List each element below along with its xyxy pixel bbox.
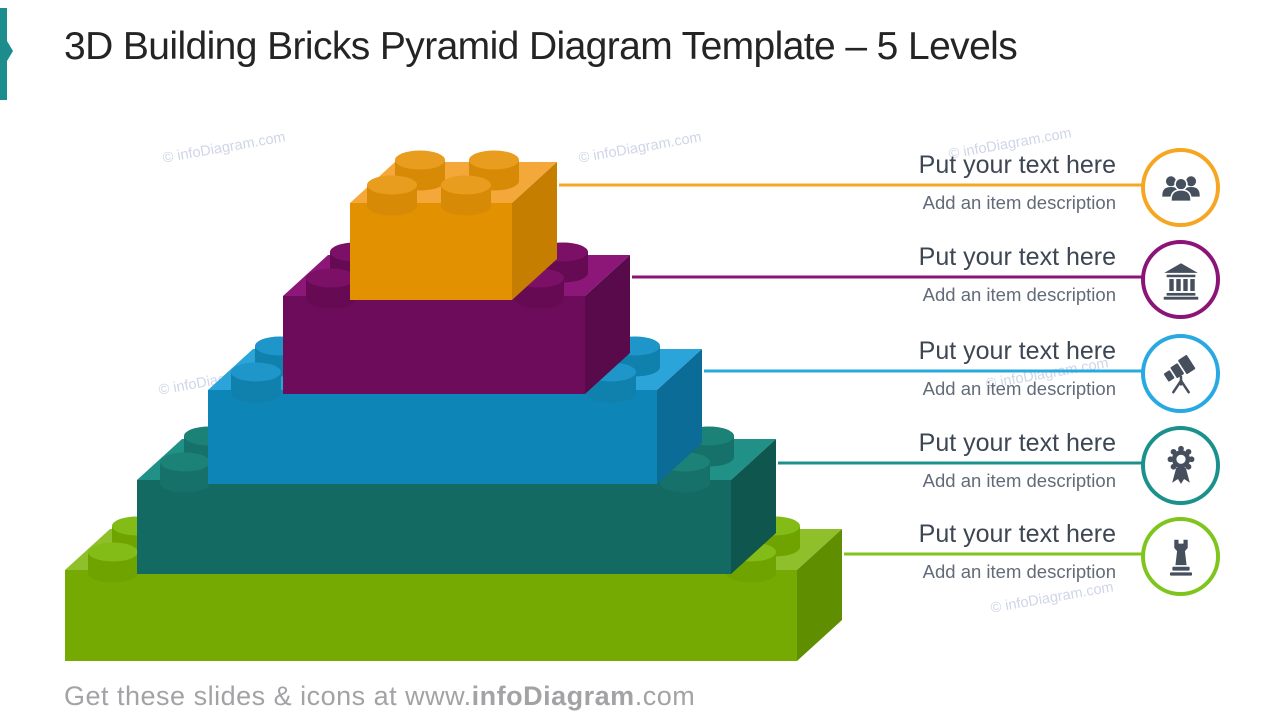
item-icon-badge [1141, 426, 1220, 505]
item-icon-badge [1141, 517, 1220, 596]
brick-front-face [208, 390, 657, 484]
footer-text-prefix: Get these slides & icons at www. [64, 681, 472, 711]
telescope-icon [1163, 354, 1195, 393]
people-group-icon [1161, 175, 1200, 202]
brick-stud-top [367, 175, 417, 195]
brick-side-face [797, 529, 842, 661]
item-description: Add an item description [922, 378, 1116, 399]
item-icon-badge [1141, 148, 1220, 227]
item-title: Put your text here [918, 429, 1116, 457]
item-title: Put your text here [918, 151, 1116, 179]
brick-stud-top [88, 542, 138, 562]
item-description: Add an item description [922, 470, 1116, 491]
brick-level-1-orange [350, 150, 557, 300]
item-title: Put your text here [918, 243, 1116, 271]
footer-text-suffix: .com [634, 681, 696, 711]
brick-side-face [657, 349, 702, 484]
bank-icon [1163, 262, 1198, 300]
footer-credit: Get these slides & icons at www.infoDiag… [64, 681, 695, 712]
brick-stud-top [469, 150, 519, 170]
brick-front-face [65, 570, 797, 661]
brick-stud-top [306, 268, 356, 288]
accent-shape [0, 8, 13, 100]
brick-front-face [137, 480, 731, 574]
page-title: 3D Building Bricks Pyramid Diagram Templ… [64, 25, 1018, 68]
item-description: Add an item description [922, 561, 1116, 582]
brick-stud-top [395, 150, 445, 170]
brick-side-face [512, 162, 557, 300]
brick-stud-top [441, 175, 491, 195]
brick-front-face [350, 203, 512, 300]
item-description: Add an item description [922, 192, 1116, 213]
item-title: Put your text here [918, 520, 1116, 548]
item-icon-badge [1141, 240, 1220, 319]
chess-rook-icon [1169, 539, 1192, 576]
brick-front-face [283, 296, 585, 394]
brick-side-face [731, 439, 776, 574]
item-icon-badge [1141, 334, 1220, 413]
footer-brand: infoDiagram [471, 681, 635, 711]
brick-stud-top [231, 362, 281, 382]
award-ribbon-icon [1167, 445, 1194, 484]
title-accent-chevron [0, 8, 13, 100]
item-title: Put your text here [918, 337, 1116, 365]
brick-side-face [585, 255, 630, 394]
brick-stud-top [160, 452, 210, 472]
item-description: Add an item description [922, 284, 1116, 305]
